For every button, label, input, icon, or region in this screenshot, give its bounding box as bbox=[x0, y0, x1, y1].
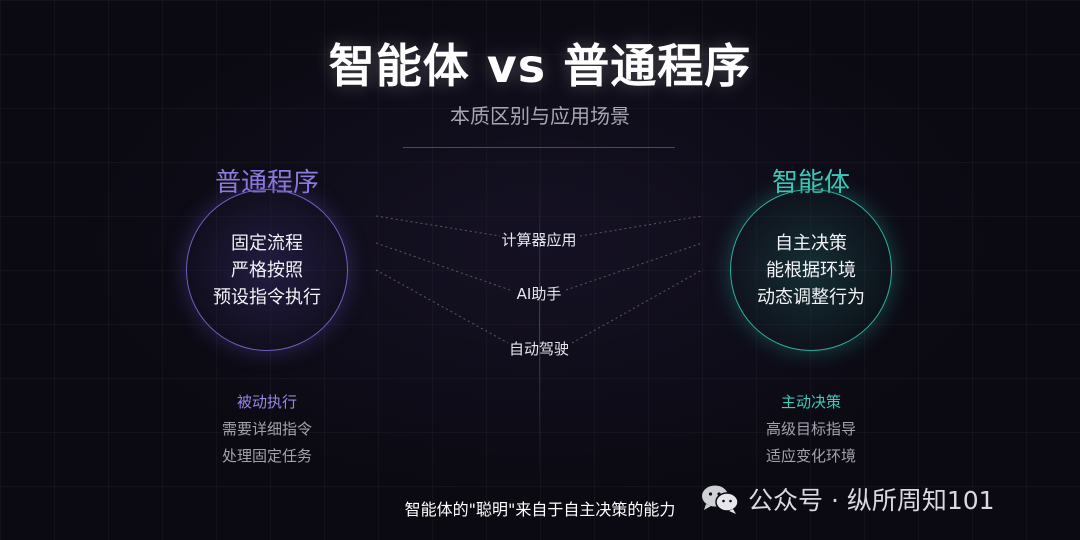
connector-right-3 bbox=[571, 269, 703, 344]
watermark-text: 公众号 · 纵所周知101 bbox=[748, 486, 995, 515]
program-detail: 需要详细指令 bbox=[221, 420, 312, 438]
agent-detail: 适应变化环境 bbox=[765, 447, 856, 465]
example-calculator: 计算器应用 bbox=[501, 231, 577, 249]
center-axis-line bbox=[539, 175, 540, 475]
connector-right-2 bbox=[565, 242, 703, 291]
agent-detail: 高级目标指导 bbox=[765, 420, 856, 438]
agent-circle-line: 动态调整行为 bbox=[757, 286, 865, 308]
wechat-icon bbox=[702, 485, 739, 514]
program-circle-line: 固定流程 bbox=[231, 232, 303, 254]
watermark: 公众号 · 纵所周知101 bbox=[700, 479, 995, 519]
footer-caption: 智能体的"聪明"来自于自主决策的能力 bbox=[404, 500, 676, 519]
program-circle: 固定流程 严格按照 预设指令执行 bbox=[186, 189, 348, 351]
agent-circle-line: 自主决策 bbox=[775, 232, 847, 254]
page-subtitle: 本质区别与应用场景 bbox=[450, 104, 630, 128]
example-ai-assistant: AI助手 bbox=[516, 285, 562, 303]
agent-trait: 主动决策 bbox=[780, 393, 841, 411]
connector-left-3 bbox=[375, 269, 509, 344]
connector-right-1 bbox=[579, 215, 703, 237]
title-divider bbox=[403, 147, 675, 148]
program-trait: 被动执行 bbox=[236, 393, 297, 411]
program-detail: 处理固定任务 bbox=[221, 447, 312, 465]
connector-left-2 bbox=[375, 242, 511, 291]
page-title: 智能体 vs 普通程序 bbox=[328, 39, 752, 93]
program-circle-line: 预设指令执行 bbox=[213, 286, 321, 308]
example-autonomous-driving: 自动驾驶 bbox=[508, 340, 569, 358]
connector-left-1 bbox=[375, 215, 501, 237]
program-circle-line: 严格按照 bbox=[231, 259, 303, 281]
agent-circle: 自主决策 能根据环境 动态调整行为 bbox=[730, 189, 892, 351]
agent-circle-line: 能根据环境 bbox=[766, 259, 856, 281]
